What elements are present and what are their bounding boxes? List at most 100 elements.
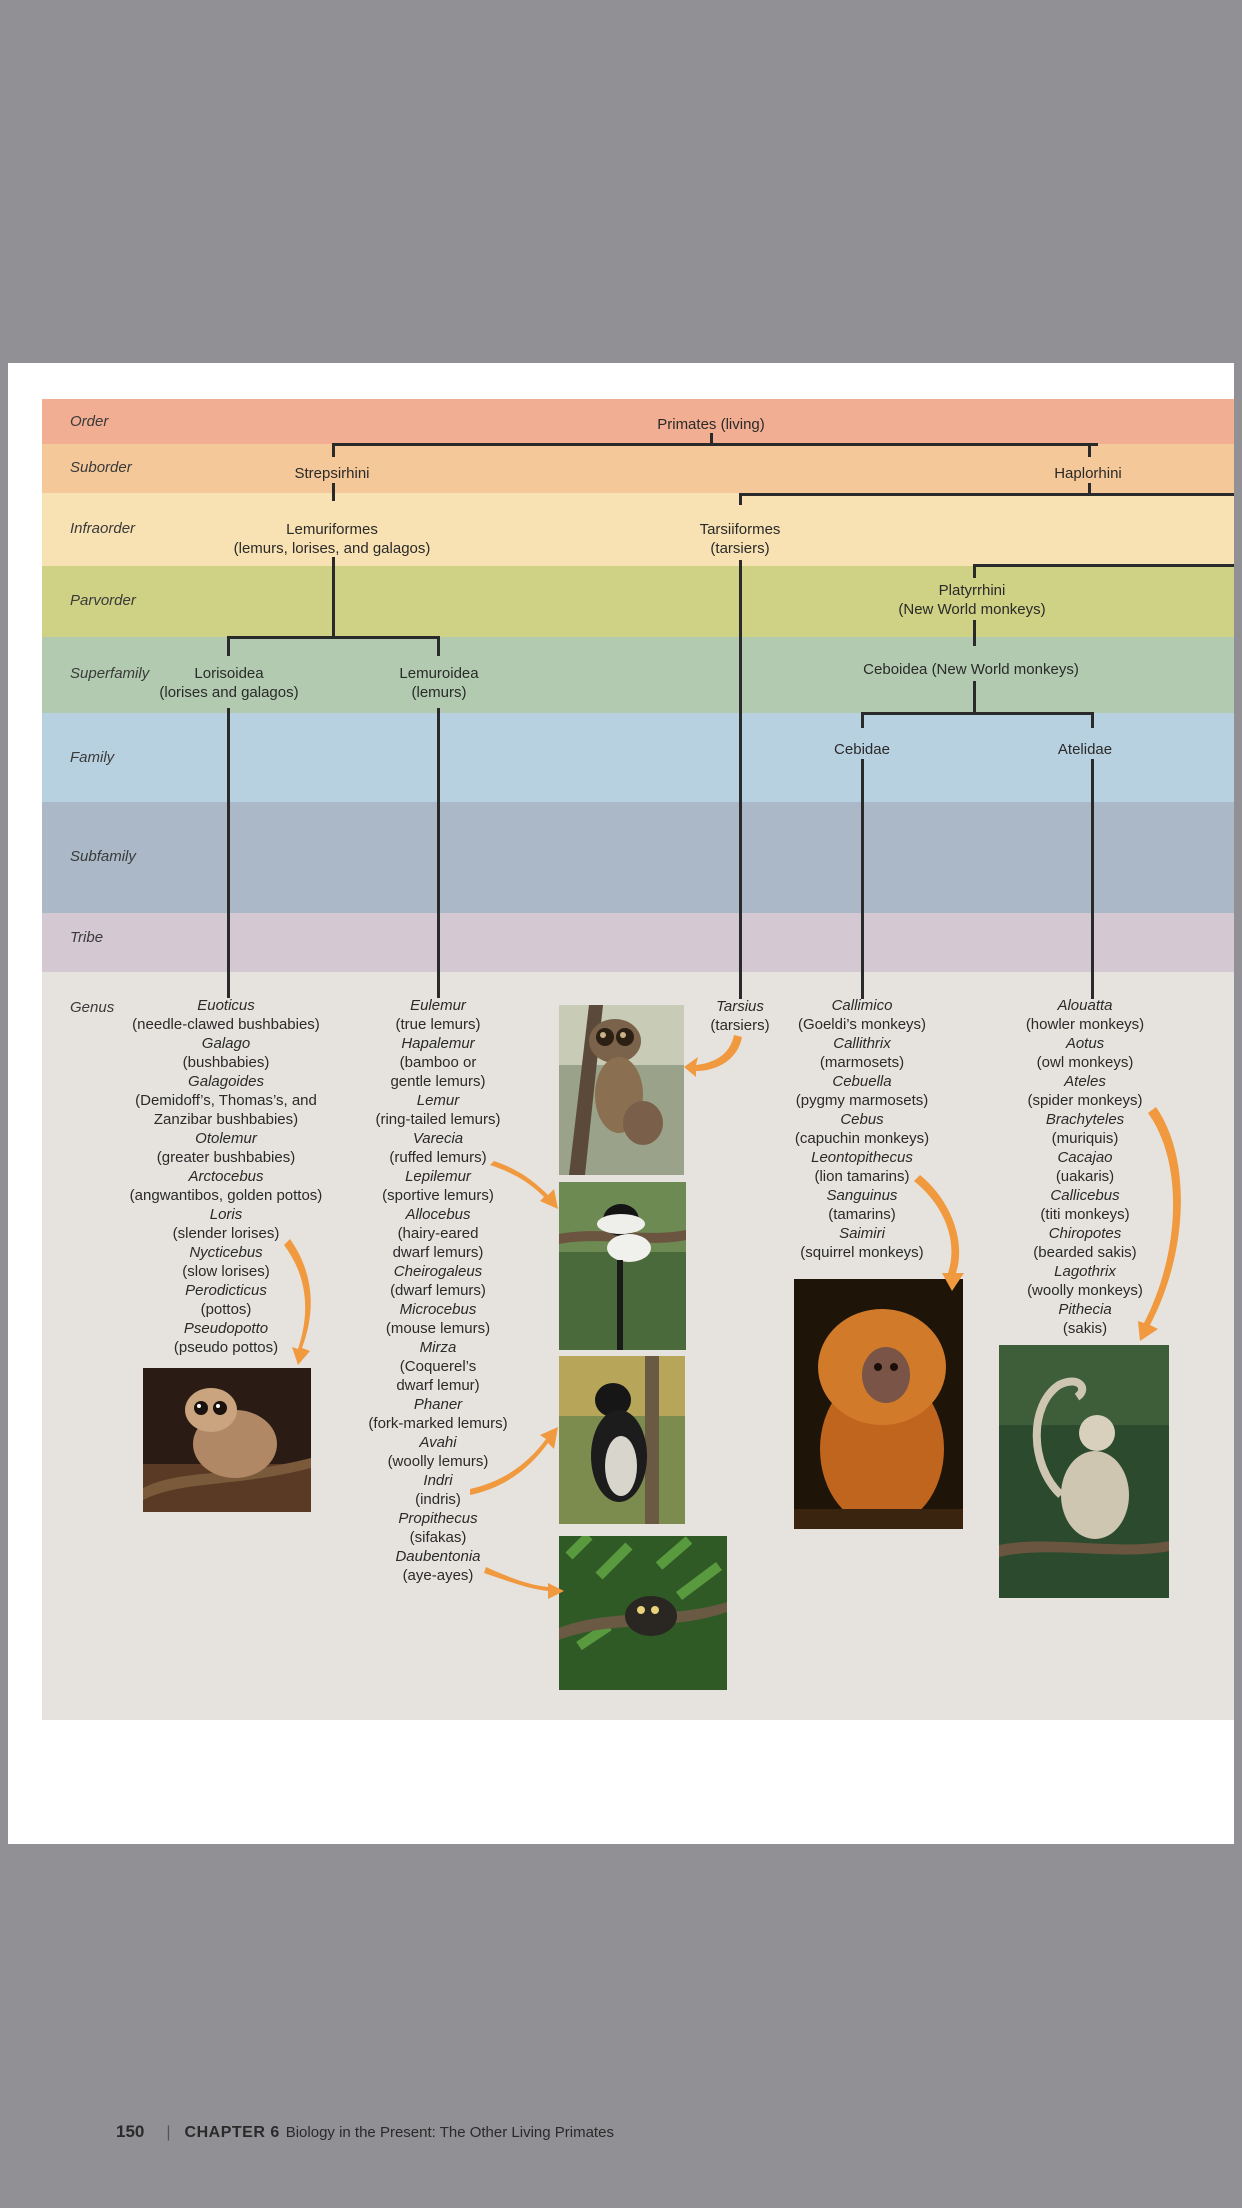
genus-common-name: (tamarins) <box>828 1206 896 1223</box>
node-lemuriformes-common: (lemurs, lorises, and galagos) <box>233 540 431 557</box>
tree-line <box>1088 443 1091 457</box>
tree-line <box>1091 759 1094 999</box>
genus-common-name: (tarsiers) <box>710 1017 770 1034</box>
band-order <box>42 399 1234 444</box>
rank-label-suborder: Suborder <box>70 459 132 476</box>
genus-list-atelidae: Alouatta(howler monkeys)Aotus(owl monkey… <box>1026 996 1144 1338</box>
band-tribe <box>42 913 1234 972</box>
genus-list-tarsiiformes: Tarsius (tarsiers) <box>710 997 769 1035</box>
genus-name: Lemur <box>416 1092 460 1109</box>
genus-name: Hapalemur <box>401 1035 475 1052</box>
rank-label-parvorder: Parvorder <box>70 592 136 609</box>
band-subfamily <box>42 802 1234 913</box>
photo-tarsier <box>559 1005 684 1175</box>
genus-name: Loris <box>209 1206 243 1223</box>
rank-label-order: Order <box>70 413 109 430</box>
genus-name: Eulemur <box>410 997 466 1014</box>
genus-name: Galago <box>201 1035 251 1052</box>
node-strepsirhini-label: Strepsirhini <box>294 465 370 482</box>
genus-name: Callimico <box>831 997 893 1014</box>
genus-name: Brachyteles <box>1045 1111 1125 1128</box>
node-lemuroidea: Lemuroidea (lemurs) <box>399 664 478 702</box>
band-parvorder <box>42 566 1234 637</box>
genus-name: Arctocebus <box>188 1168 264 1185</box>
tree-line <box>332 443 1098 446</box>
genus-common-name: (fork-marked lemurs) <box>368 1415 508 1432</box>
chapter-title: Biology in the Present: The Other Living… <box>285 2124 614 2141</box>
genus-common-name: (dwarf lemurs) <box>390 1282 486 1299</box>
tree-line <box>973 564 976 578</box>
photo-slender-loris <box>143 1368 311 1512</box>
tree-line <box>710 433 713 445</box>
genus-common-name: dwarf lemur) <box>396 1377 480 1394</box>
tree-line <box>739 493 1234 496</box>
genus-common-name: (owl monkeys) <box>1036 1054 1134 1071</box>
tree-line <box>332 557 335 639</box>
genus-name: Aotus <box>1065 1035 1105 1052</box>
tree-line <box>227 636 230 656</box>
genus-name: Galagoides <box>188 1073 264 1090</box>
genus-common-name: (pygmy marmosets) <box>795 1092 929 1109</box>
genus-common-name: (marmosets) <box>819 1054 905 1071</box>
genus-name: Cheirogaleus <box>393 1263 483 1280</box>
genus-name: Daubentonia <box>395 1548 481 1565</box>
genus-common-name: (woolly lemurs) <box>387 1453 489 1470</box>
genus-name: Lagothrix <box>1054 1263 1116 1280</box>
node-lemuriformes: Lemuriformes (lemurs, lorises, and galag… <box>234 520 431 558</box>
node-cebidae-label: Cebidae <box>834 741 890 758</box>
genus-name: Lepilemur <box>405 1168 471 1185</box>
genus-common-name: (mouse lemurs) <box>385 1320 491 1337</box>
band-infraorder <box>42 493 1234 566</box>
node-lorisoidea-common: (lorises and galagos) <box>159 684 299 701</box>
page-number: 150 <box>116 2122 145 2141</box>
genus-name: Pithecia <box>1058 1301 1112 1318</box>
node-lemuriformes-label: Lemuriformes <box>286 521 378 538</box>
genus-name: Tarsius <box>716 998 764 1015</box>
genus-common-name: (muriquis) <box>1051 1130 1119 1147</box>
node-platyrrhini: Platyrrhini (New World monkeys) <box>898 581 1045 619</box>
rank-label-subfamily: Subfamily <box>70 848 136 865</box>
genus-common-name: (aye-ayes) <box>402 1567 474 1584</box>
genus-name: Otolemur <box>195 1130 257 1147</box>
genus-name: Propithecus <box>398 1510 478 1527</box>
band-superfamily <box>42 637 1234 713</box>
genus-common-name: (spider monkeys) <box>1027 1092 1143 1109</box>
arrow-icon <box>284 1239 311 1365</box>
node-ceboidea: Ceboidea (New World monkeys) <box>863 660 1079 679</box>
photo-spider-monkey <box>999 1345 1169 1598</box>
genus-name: Chiropotes <box>1048 1225 1122 1242</box>
node-lemuroidea-common: (lemurs) <box>411 684 467 701</box>
genus-common-name: (needle-clawed bushbabies) <box>132 1016 320 1033</box>
node-primates-label: Primates (living) <box>657 416 765 433</box>
genus-common-name: (pseudo pottos) <box>173 1339 279 1356</box>
genus-common-name: (capuchin monkeys) <box>794 1130 930 1147</box>
arrow-icon <box>484 1567 564 1599</box>
tree-line <box>1088 483 1091 495</box>
genus-list-lorisoidea: Euoticus(needle-clawed bushbabies)Galago… <box>130 996 323 1357</box>
genus-name: Avahi <box>419 1434 457 1451</box>
genus-common-name: (sportive lemurs) <box>382 1187 494 1204</box>
tree-line <box>227 708 230 998</box>
genus-common-name: (ring-tailed lemurs) <box>375 1111 501 1128</box>
genus-name: Nycticebus <box>189 1244 263 1261</box>
rank-label-genus: Genus <box>70 999 115 1016</box>
rank-label-tribe: Tribe <box>70 929 104 946</box>
rank-label-infraorder: Infraorder <box>70 520 136 537</box>
genus-name: Alouatta <box>1057 997 1113 1014</box>
genus-common-name: (ruffed lemurs) <box>389 1149 487 1166</box>
genus-common-name: (greater bushbabies) <box>156 1149 296 1166</box>
genus-common-name: (squirrel monkeys) <box>800 1244 924 1261</box>
node-lemuroidea-label: Lemuroidea <box>399 665 479 682</box>
node-haplorhini-label: Haplorhini <box>1054 465 1122 482</box>
node-lorisoidea: Lorisoidea (lorises and galagos) <box>159 664 298 702</box>
photo-aye-aye <box>559 1536 727 1690</box>
genus-common-name: (Demidoff’s, Thomas’s, and <box>135 1092 317 1109</box>
node-tarsiiformes-label: Tarsiiformes <box>699 521 781 538</box>
node-platyrrhini-label: Platyrrhini <box>938 582 1006 599</box>
genus-common-name: (pottos) <box>200 1301 252 1318</box>
tree-line <box>861 712 1094 715</box>
tree-line <box>332 443 335 457</box>
genus-common-name: (indris) <box>415 1491 461 1508</box>
band-suborder <box>42 444 1234 493</box>
tree-line <box>973 620 976 646</box>
